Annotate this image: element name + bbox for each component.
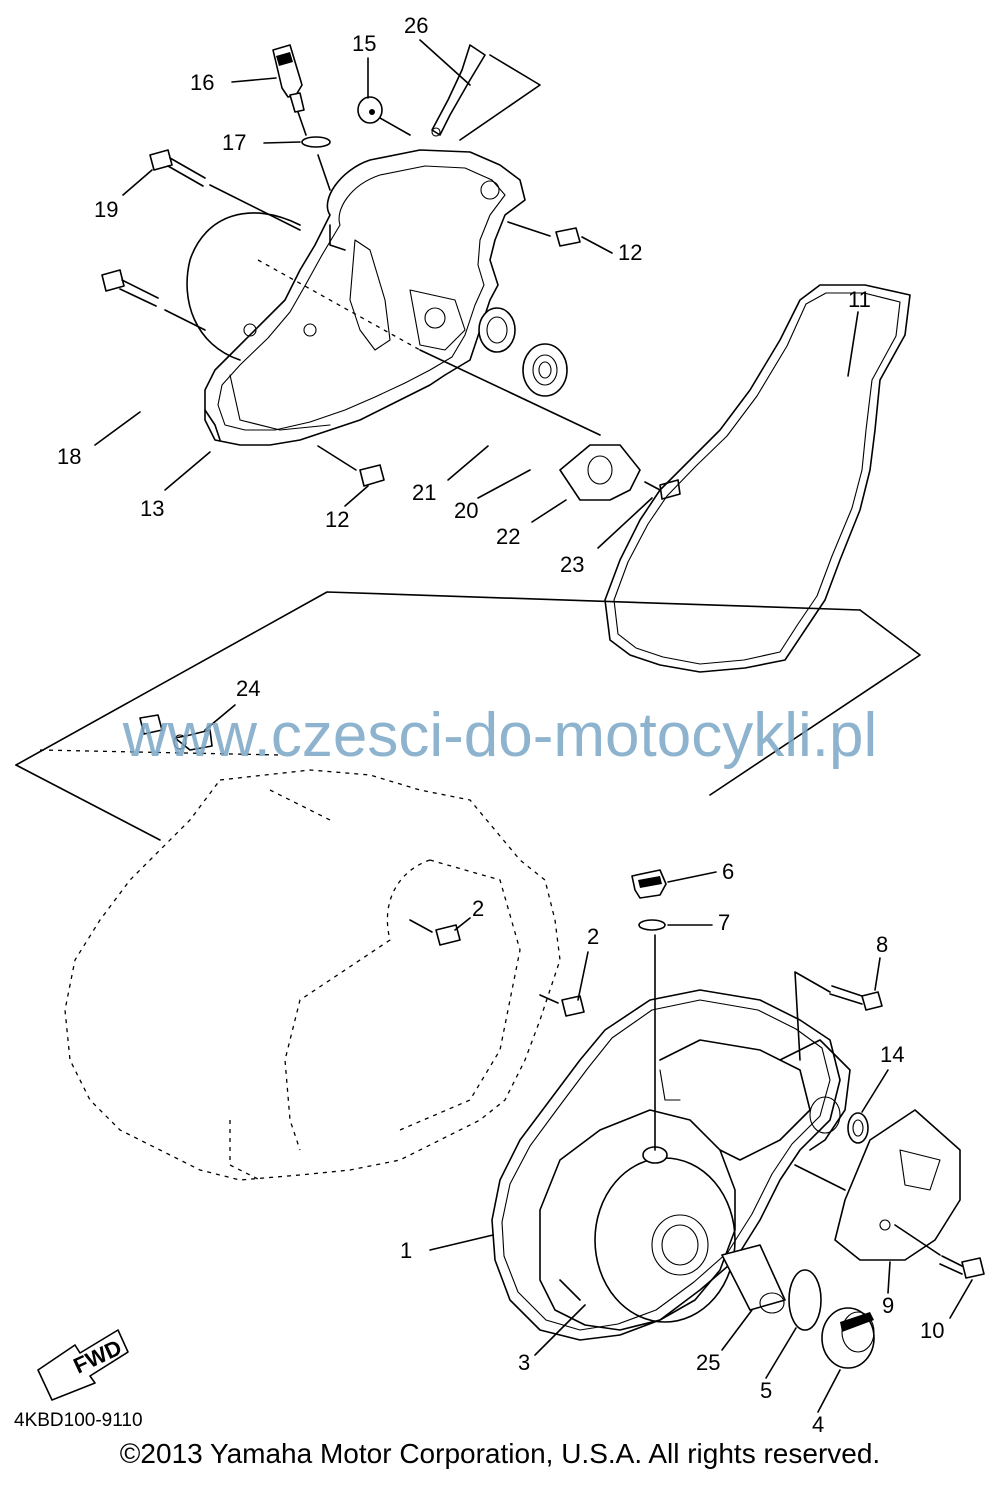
crankcase-cover-13 [186,149,526,446]
callout: 22 [496,524,520,549]
callout: 26 [404,13,428,38]
part-24 [139,714,213,751]
watermark: www.czesci-do-motocykli.pl [122,701,878,770]
callout: 12 [618,240,642,265]
copyright-notice: ©2013 Yamaha Motor Corporation, U.S.A. A… [119,1438,881,1469]
dash-line-upper [257,259,421,351]
cover-3 [539,1039,851,1331]
sleeve-25 [721,1244,786,1314]
callout: 8 [876,932,888,957]
screw-10 [894,1224,985,1279]
callout: 2 [472,896,484,921]
dowel-pin-12-lower [317,445,385,487]
bolt-18 [101,269,206,331]
plane-line-right [709,609,921,796]
callout: 9 [882,1293,894,1318]
diagram-code: 4KBD100-9110 [14,1410,143,1431]
gasket-11 [604,284,911,673]
callout: 25 [696,1350,720,1375]
callout: 10 [920,1318,944,1343]
plate-22 [559,444,641,501]
callout: 11 [848,287,871,312]
fwd-arrow-icon: FWD [37,1329,129,1401]
leader-shaft [419,349,601,436]
part-15 [357,96,411,136]
callout: 15 [352,31,376,56]
callout: 24 [236,676,260,701]
callout: 3 [518,1350,530,1375]
bracket-26 [431,44,541,141]
dowel-pin-2-left [409,919,461,946]
callout: 1 [400,1238,412,1263]
callout: 13 [140,496,164,521]
dipstick-16 [272,44,307,136]
plane-line-top [15,591,861,766]
bearing-20 [522,343,568,397]
screw-23 [644,479,681,500]
guard-9 [834,1109,961,1261]
callout: 12 [325,507,349,532]
seal-14 [847,1112,869,1144]
callout: 18 [57,444,81,469]
bolt-19 [149,149,301,231]
plug-4 [821,1307,875,1369]
o-ring-17 [301,136,331,148]
callout: 23 [560,552,584,577]
callout: 6 [722,859,734,884]
o-ring-5 [788,1269,822,1331]
callout: 21 [412,480,436,505]
plug-6 [631,869,667,899]
callout: 16 [190,70,214,95]
callout: 14 [880,1042,904,1067]
seal-21 [478,307,516,353]
gasket-1 [491,989,841,1341]
callout: 20 [454,498,478,523]
callout: 2 [587,924,599,949]
callout: 19 [94,197,118,222]
callout: 4 [812,1412,824,1437]
bolt-8 [794,971,883,1061]
callout-numbers: 1 2 2 3 4 5 6 7 8 9 10 11 12 12 13 14 15… [57,13,973,1437]
callout: 17 [222,130,246,155]
o-ring-7 [638,919,666,931]
engine-outline [64,769,561,1181]
callout: 5 [760,1378,772,1403]
dowel-pin-2-right [539,994,585,1017]
dowel-pin-12-upper [507,221,581,247]
callout: 7 [718,910,730,935]
